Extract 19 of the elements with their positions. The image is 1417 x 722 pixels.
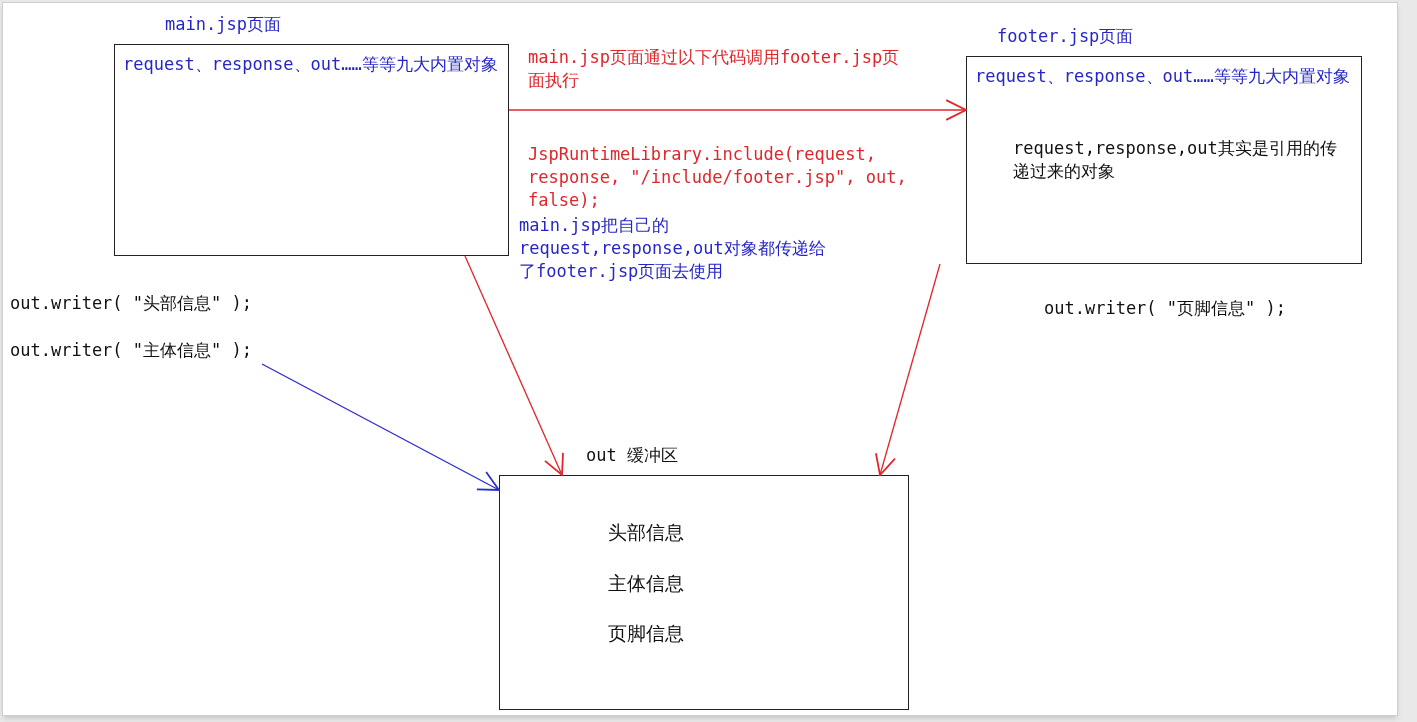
annotation-text: main.jsp页面通过以下代码调用footer.jsp页面执行	[528, 46, 901, 92]
arrow	[261, 363, 500, 491]
note-code: out.writer( "头部信息" );	[10, 292, 252, 315]
arrow	[875, 263, 941, 476]
arrow	[464, 255, 564, 476]
box-heading: out 缓冲区	[586, 443, 678, 467]
arrow	[508, 99, 967, 121]
box-text: request,response,out其实是引用的传递过来的对象	[1013, 137, 1338, 183]
note-code: JspRuntimeLibrary.include(request, response, "/include/footer.jsp", out, false);	[528, 143, 908, 212]
annotation-text: main.jsp把自己的request,response,out对象都传递给了footer.jsp页面去使用	[519, 214, 827, 283]
note-code: out.writer( "页脚信息" );	[1044, 297, 1286, 320]
buffer-entry: 页脚信息	[608, 621, 684, 646]
buffer-entry: 主体信息	[608, 570, 684, 596]
box-text: request、response、out……等等九大内置对象	[123, 53, 499, 76]
buffer-entry: 头部信息	[608, 520, 684, 545]
box-heading: main.jsp页面	[165, 12, 281, 36]
code-line: out.writer( "主体信息" );	[10, 338, 252, 364]
box-text: request、response、out……等等九大内置对象	[975, 65, 1351, 88]
box-heading: footer.jsp页面	[997, 24, 1134, 48]
